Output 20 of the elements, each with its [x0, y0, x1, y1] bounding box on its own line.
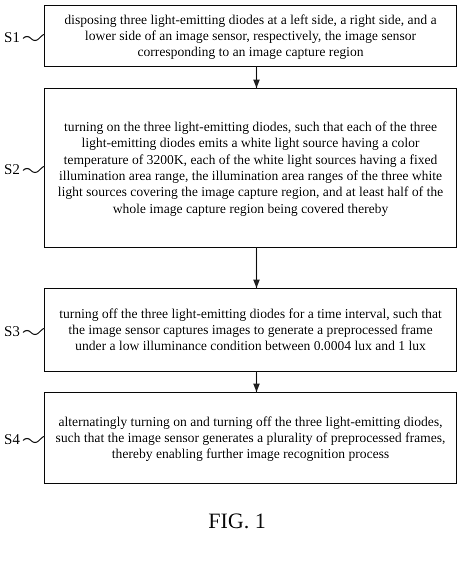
figure-caption: FIG. 1 — [207, 508, 267, 534]
process-box — [44, 392, 457, 484]
process-box — [44, 288, 457, 372]
step-text: turning off the three light-emitting diodes for a time interval, such that the image sensor captures images to generate a preprocessed frame under a low illuminance condition between 0.0004 lux and 1 lux — [58, 306, 443, 354]
step-text: alternatingly turning on and turning off the three light-emitting diodes, such that the image sensor generates a plurality of preprocessed frames, thereby enabling further image recognition process — [54, 414, 446, 462]
leader-line — [22, 34, 44, 42]
step-label: S3 — [4, 324, 20, 341]
step-label: S4 — [4, 432, 20, 449]
leader-line — [22, 166, 44, 174]
arrow — [253, 248, 260, 288]
step-label: S1 — [4, 30, 20, 47]
process-box — [44, 5, 457, 67]
process-box — [44, 88, 457, 248]
arrow — [253, 67, 260, 88]
step-text: disposing three light-emitting diodes at a left side, a right side, and a lower side of an image sensor, respectively, the image sensor corresponding to an image capture region — [63, 12, 438, 60]
leader-line — [22, 328, 44, 336]
step-label: S2 — [4, 162, 20, 179]
step-text: turning on the three light-emitting diodes, such that each of the three light-emitting diodes emits a white light source having a color temperature of 3200K, each of the white light sources having a fixed illumination area range, the illumination area ranges of the three white light sources covering the image capture region, and at least half of the whole image capture region being covered thereby — [56, 119, 444, 217]
arrow — [253, 372, 260, 392]
leader-line — [22, 436, 44, 444]
